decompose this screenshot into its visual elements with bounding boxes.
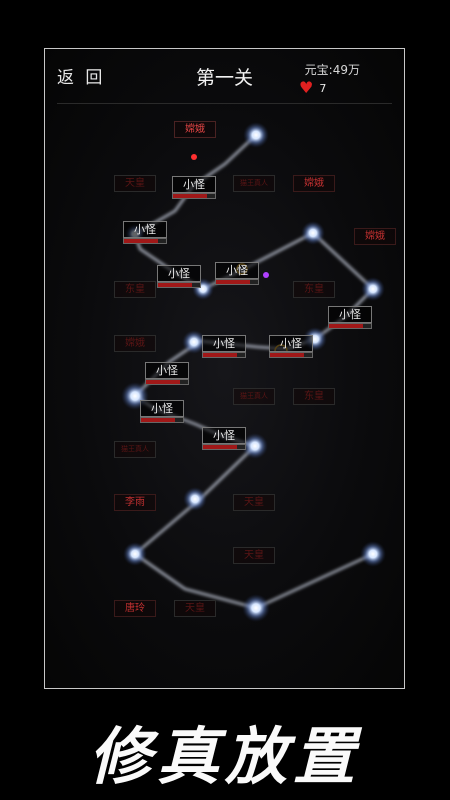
character-slot[interactable]: 李雨	[114, 494, 156, 511]
game-title: 修真放置	[88, 720, 361, 793]
monster-name: 小怪	[202, 335, 246, 352]
monster-unit[interactable]: 小怪	[157, 265, 201, 288]
character-slot[interactable]: 天皇	[174, 600, 216, 617]
monster-name: 小怪	[269, 335, 313, 352]
monster-name: 小怪	[202, 427, 246, 444]
level-path-map	[121, 122, 386, 622]
character-slot[interactable]: 东皇	[293, 388, 335, 405]
monster-hp-bar	[157, 282, 201, 288]
character-slot[interactable]: 天皇	[114, 175, 156, 192]
monster-unit[interactable]: 小怪	[328, 306, 372, 329]
monster-hp-bar	[269, 352, 313, 358]
path-node[interactable]	[123, 542, 147, 566]
monster-hp-bar	[202, 352, 246, 358]
character-slot[interactable]: 东皇	[114, 281, 156, 298]
game-board: 返 回 第一关 元宝:49万 ♥ 7 嫦娥 天皇 猫王真人 嫦娥 嫦娥 东皇 东…	[44, 48, 405, 689]
monster-name: 小怪	[140, 400, 184, 417]
character-slot[interactable]: 嫦娥	[354, 228, 396, 245]
lives-count: 7	[319, 81, 327, 95]
monster-hp-bar	[145, 379, 189, 385]
character-slot[interactable]: 猫王真人	[233, 175, 275, 192]
monster-hp-bar	[172, 193, 216, 199]
path-node[interactable]	[242, 433, 268, 459]
lives-indicator: ♥ 7	[299, 80, 326, 96]
character-slot[interactable]: 嫦娥	[293, 175, 335, 192]
back-button[interactable]: 返 回	[57, 68, 106, 88]
purple-spark-icon	[263, 272, 269, 278]
stage-title: 第一关	[195, 67, 253, 89]
red-spark-icon	[191, 154, 197, 160]
character-slot[interactable]: 东皇	[293, 281, 335, 298]
character-slot[interactable]: 嫦娥	[114, 335, 156, 352]
monster-hp-bar	[140, 417, 184, 423]
path-node[interactable]	[242, 594, 270, 622]
path-node[interactable]	[361, 277, 385, 301]
monster-unit[interactable]: 小怪	[202, 335, 246, 358]
monster-unit[interactable]: 小怪	[123, 221, 167, 244]
monster-name: 小怪	[145, 362, 189, 379]
monster-unit[interactable]: 小怪	[269, 335, 313, 358]
monster-hp-bar	[215, 279, 259, 285]
heart-icon: ♥	[299, 78, 314, 97]
monster-unit[interactable]: 小怪	[172, 176, 216, 199]
path-node[interactable]	[360, 541, 386, 567]
monster-hp-bar	[202, 444, 246, 450]
character-slot[interactable]: 天皇	[233, 494, 275, 511]
monster-name: 小怪	[123, 221, 167, 238]
monster-unit[interactable]: 小怪	[145, 362, 189, 385]
path-node[interactable]	[301, 221, 325, 245]
monster-name: 小怪	[172, 176, 216, 193]
monster-unit[interactable]: 小怪	[215, 262, 259, 285]
monster-hp-bar	[328, 323, 372, 329]
character-slot[interactable]: 唐玲	[114, 600, 156, 617]
monster-name: 小怪	[157, 265, 201, 282]
path-node[interactable]	[243, 122, 269, 148]
path-nodes	[121, 122, 386, 622]
monster-unit[interactable]: 小怪	[140, 400, 184, 423]
character-slot[interactable]: 天皇	[233, 547, 275, 564]
character-slot[interactable]: 嫦娥	[174, 121, 216, 138]
path-node[interactable]	[183, 487, 207, 511]
monster-name: 小怪	[328, 306, 372, 323]
character-slot[interactable]: 猫王真人	[114, 441, 156, 458]
monster-name: 小怪	[215, 262, 259, 279]
path-node[interactable]	[182, 330, 206, 354]
monster-hp-bar	[123, 238, 167, 244]
character-slot[interactable]: 猫王真人	[233, 388, 275, 405]
currency-display: 元宝:49万	[304, 63, 360, 77]
header-divider	[57, 103, 392, 104]
monster-unit[interactable]: 小怪	[202, 427, 246, 450]
